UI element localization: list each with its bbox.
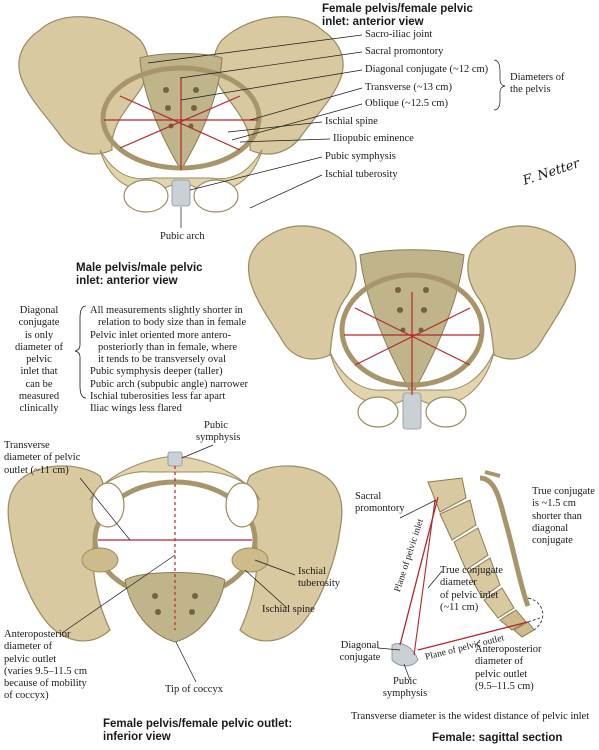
label-tip-of-coccyx: Tip of coccyx bbox=[165, 684, 223, 695]
label-outlet-anteroposterior: Anteroposterior diameter of pelvic outle… bbox=[4, 629, 88, 702]
label-ischial-spine: Ischial spine bbox=[325, 116, 378, 127]
female-outlet-leaders bbox=[61, 444, 296, 683]
label-sacral-promontory: Sacral promontory bbox=[365, 46, 444, 57]
label-true-conjugate: True conjugate diameter of pelvic inlet … bbox=[440, 565, 503, 613]
label-outlet-pubic-symphysis: Pubic symphysis bbox=[196, 420, 241, 444]
label-sagittal-ap-outlet: Anteroposterior diameter of pelvic outle… bbox=[475, 644, 542, 692]
label-pubic-arch: Pubic arch bbox=[160, 231, 205, 242]
male-pelvis-inlet-drawing bbox=[247, 225, 577, 430]
female-inlet-leaders bbox=[147, 34, 506, 228]
label-pubic-symphysis: Pubic symphysis bbox=[325, 151, 396, 162]
male-differences-brace bbox=[74, 305, 87, 399]
label-outlet-ischial-spine: Ischial spine bbox=[262, 604, 315, 615]
female-outlet-title: Female pelvis/female pelvic outlet: infe… bbox=[103, 718, 293, 743]
label-sacroiliac-joint: Sacro-iliac joint bbox=[365, 29, 433, 40]
transverse-diameter-note: Transverse diameter is the widest distan… bbox=[351, 711, 590, 722]
sagittal-section-title: Female: sagittal section bbox=[432, 732, 563, 744]
label-transverse: Transverse (~13 cm) bbox=[365, 82, 452, 93]
diagonal-conjugate-note: Diagonal conjugate is only diameter of p… bbox=[14, 305, 64, 415]
label-sagittal-diagonal-conjugate: Diagonal conjugate bbox=[339, 640, 381, 664]
label-sagittal-sacral-promontory: Sacral promontory bbox=[355, 491, 405, 515]
label-sagittal-pubic-symphysis: Pubic symphysis bbox=[382, 676, 428, 700]
label-iliopubic-eminence: Iliopubic eminence bbox=[333, 133, 414, 144]
label-ischial-tuberosity: Ischial tuberosity bbox=[325, 169, 398, 180]
female-pelvis-outlet-drawing bbox=[7, 451, 343, 643]
female-inlet-title: Female pelvis/female pelvic inlet: anter… bbox=[322, 3, 473, 28]
true-conjugate-note: True conjugate is ~1.5 cm shorter than d… bbox=[532, 486, 595, 547]
male-inlet-title: Male pelvis/male pelvic inlet: anterior … bbox=[76, 262, 203, 287]
sagittal-leaders bbox=[377, 499, 481, 681]
diameters-of-pelvis-note: Diameters of the pelvis bbox=[510, 72, 565, 95]
female-pelvis-inlet-drawing bbox=[18, 16, 344, 213]
label-transverse-outlet: Transverse diameter of pelvic outlet (~1… bbox=[4, 440, 81, 476]
sagittal-section-drawing bbox=[391, 470, 544, 667]
male-differences-list: All measurements slightly shorter in rel… bbox=[90, 305, 249, 415]
label-diagonal-conjugate: Diagonal conjugate (~12 cm) bbox=[365, 64, 489, 75]
label-oblique: Oblique (~12.5 cm) bbox=[365, 98, 448, 109]
label-outlet-ischial-tuberosity: Ischial tuberosity bbox=[298, 566, 340, 590]
